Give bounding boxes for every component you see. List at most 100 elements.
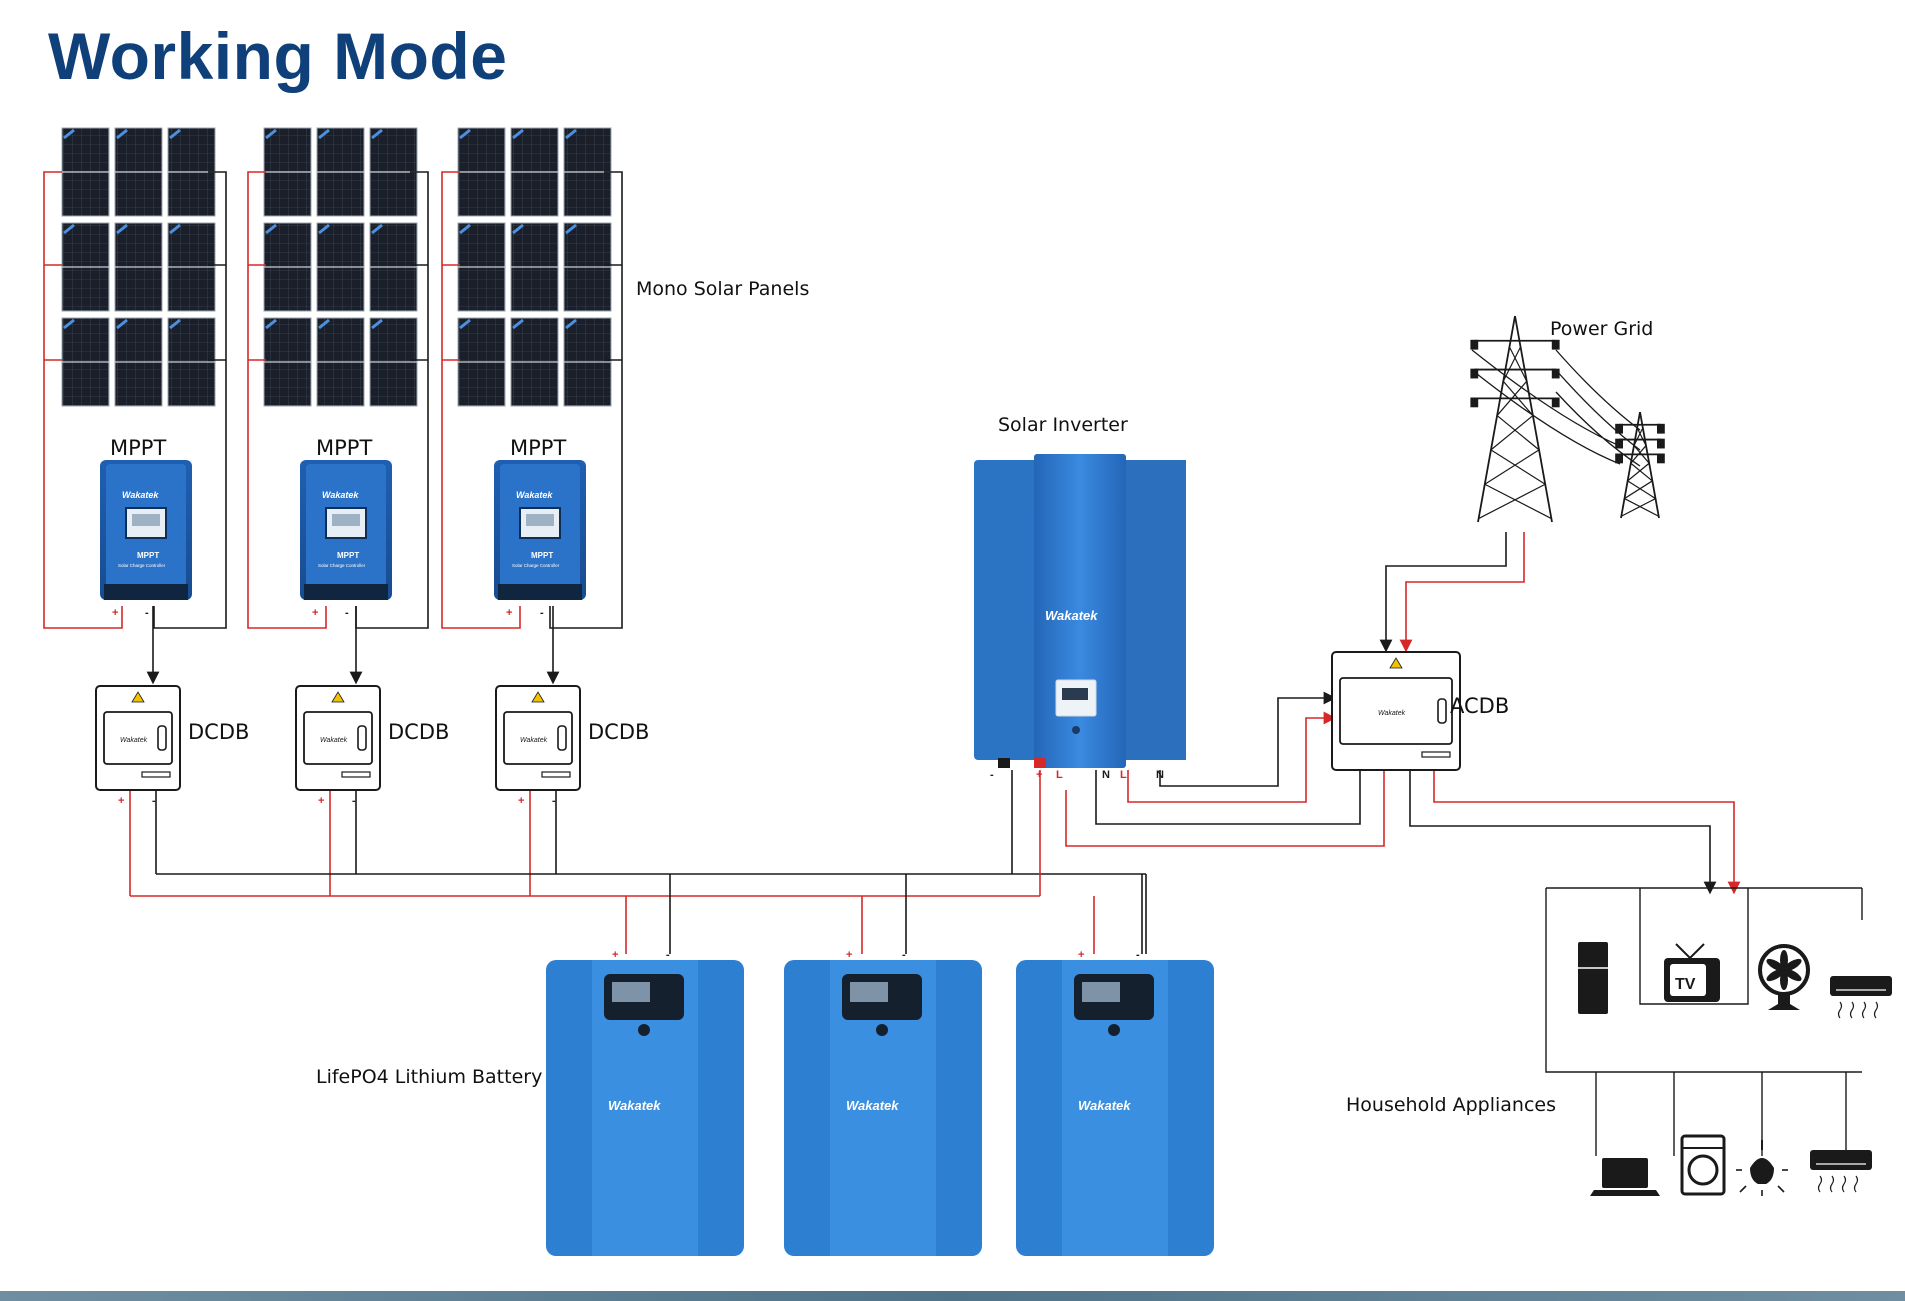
solar-panel-icon <box>61 127 110 217</box>
air-conditioner-icon <box>1830 976 1892 1019</box>
neutral-terminal-mark: N <box>1156 769 1164 781</box>
mppt-sub-text: Solar Charge Controller <box>512 563 560 568</box>
negative-terminal-mark: - <box>352 795 356 807</box>
mppt-sub-text: Solar Charge Controller <box>318 563 366 568</box>
mppt-face-text: MPPT <box>337 551 359 560</box>
battery-icon: Wakatek <box>1016 960 1214 1256</box>
brand-logo: Wakatek <box>320 737 348 744</box>
solar-panel-icon <box>369 317 418 407</box>
mppt-label-3: MPPT <box>510 436 567 460</box>
positive-terminal-mark: + <box>1078 949 1084 961</box>
ac-wire <box>1127 711 1337 803</box>
inverter-icon: Wakatek <box>974 454 1186 768</box>
solar-panel-icon <box>114 127 163 217</box>
solar-panel-icon <box>263 317 312 407</box>
mppt-label-1: MPPT <box>110 436 167 460</box>
brand-logo: Wakatek <box>516 490 553 500</box>
mppt-sub-text: Solar Charge Controller <box>118 563 166 568</box>
acdb-label: ACDB <box>1450 694 1510 718</box>
grid-wire <box>1399 532 1525 653</box>
positive-terminal-mark: + <box>1036 769 1042 781</box>
solar-panel-icon <box>563 317 612 407</box>
positive-terminal-mark: + <box>312 607 318 619</box>
solar-panel-icon <box>61 317 110 407</box>
solar-panel-icon <box>114 317 163 407</box>
footer-bar <box>0 1291 1905 1301</box>
solar-panel-icon <box>457 127 506 217</box>
positive-terminal-mark: + <box>612 949 618 961</box>
positive-terminal-mark: + <box>506 607 512 619</box>
line-terminal-mark: L <box>1056 769 1063 781</box>
solar-panel-icon <box>457 317 506 407</box>
negative-terminal-mark: - <box>540 607 544 619</box>
dcdb-label-1: DCDB <box>188 720 250 744</box>
brand-logo: Wakatek <box>1378 710 1406 717</box>
fan-icon <box>1758 944 1810 1010</box>
dcdb-box-icon: Wakatek <box>95 685 181 791</box>
mppt-label-2: MPPT <box>316 436 373 460</box>
dcdb-label-3: DCDB <box>588 720 650 744</box>
solar-panel-icon <box>316 127 365 217</box>
laptop-icon <box>1590 1158 1660 1196</box>
appliance-distribution-lines <box>1545 887 1863 1156</box>
neutral-terminal-mark: N <box>1102 769 1110 781</box>
mppt-face-text: MPPT <box>531 551 553 560</box>
brand-logo: Wakatek <box>1078 1098 1131 1113</box>
light-bulb-icon <box>1736 1140 1788 1196</box>
brand-logo: Wakatek <box>322 490 359 500</box>
tv-icon: TV <box>1664 943 1720 1002</box>
washing-machine-icon <box>1680 1134 1726 1196</box>
positive-wire <box>247 171 327 629</box>
power-line-cables <box>1471 349 1641 467</box>
mppt-face-text: MPPT <box>137 551 159 560</box>
negative-terminal-mark: - <box>902 949 906 961</box>
solar-panel-icon <box>369 222 418 312</box>
negative-terminal-mark: - <box>552 795 556 807</box>
negative-wire <box>153 171 227 629</box>
air-conditioner-icon <box>1810 1150 1872 1193</box>
brand-logo: Wakatek <box>846 1098 899 1113</box>
tv-label: TV <box>1675 976 1696 993</box>
transmission-tower-icon <box>1615 411 1665 519</box>
battery-label: LifePO4 Lithium Battery <box>316 1066 543 1088</box>
positive-terminal-mark: + <box>518 795 524 807</box>
negative-terminal-mark: - <box>666 949 670 961</box>
appliances-label: Household Appliances <box>1346 1094 1556 1116</box>
solar-panels-label: Mono Solar Panels <box>636 278 810 300</box>
page-title: Working Mode <box>48 19 508 93</box>
solar-panel-icon <box>167 222 216 312</box>
power-grid-label: Power Grid <box>1550 318 1654 340</box>
solar-panel-icon <box>316 222 365 312</box>
positive-wire <box>43 171 123 629</box>
solar-panel-icon <box>510 317 559 407</box>
solar-panel-icon <box>316 317 365 407</box>
negative-wire <box>549 171 623 629</box>
negative-terminal-mark: - <box>1136 949 1140 961</box>
line-terminal-mark: L <box>1120 769 1127 781</box>
positive-terminal-mark: + <box>318 795 324 807</box>
brand-logo: Wakatek <box>520 737 548 744</box>
solar-panel-icon <box>263 222 312 312</box>
negative-terminal-mark: - <box>145 607 149 619</box>
positive-terminal-mark: + <box>118 795 124 807</box>
solar-panel-icon <box>457 222 506 312</box>
ac-wire <box>1065 770 1385 847</box>
solar-panel-icon <box>167 317 216 407</box>
solar-panel-icon <box>563 127 612 217</box>
solar-panel-icon <box>114 222 163 312</box>
solar-panel-icon <box>167 127 216 217</box>
brand-logo: Wakatek <box>608 1098 661 1113</box>
positive-terminal-mark: + <box>846 949 852 961</box>
ac-wire <box>1159 691 1337 787</box>
brand-logo: Wakatek <box>1045 608 1098 623</box>
solar-panel-icon <box>563 222 612 312</box>
dcdb-label-2: DCDB <box>388 720 450 744</box>
solar-inverter-label: Solar Inverter <box>998 414 1128 436</box>
ac-wire <box>1095 770 1361 825</box>
solar-panel-icon <box>369 127 418 217</box>
negative-terminal-mark: - <box>990 769 994 781</box>
